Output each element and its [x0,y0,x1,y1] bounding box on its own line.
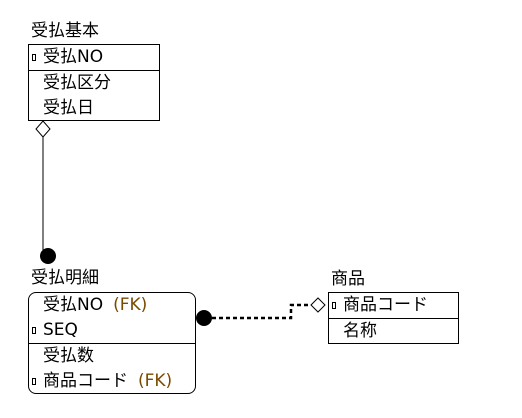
entity-title-ukeharai-meisai: 受払明細 [31,268,99,288]
attribute-row: 名称 [329,319,458,344]
attribute-name: 受払NO [43,295,104,315]
attribute-row: 受払日 [29,96,159,121]
attribute-row: 商品コード [329,293,458,319]
attribute-name: 名称 [343,321,377,341]
diamond-marker-kihon [35,120,51,138]
diamond-marker-shohin [310,297,326,313]
attribute-row: 商品コード (FK) [29,369,195,394]
attribute-name: 商品コード [343,295,428,315]
filled-dot-marker-meisai-top [40,248,56,264]
entity-box-ukeharai-meisai[interactable]: 受払NO (FK) SEQ 受払数 商品コード (FK) [28,292,196,394]
attribute-row: 受払区分 [29,71,159,96]
attribute-row: 受払数 [29,344,195,369]
attribute-row: 受払NO (FK) [29,293,195,318]
attribute-name: 受払NO [43,47,104,67]
attribute-name: 受払数 [43,346,94,366]
entity-box-shohin[interactable]: 商品コード 名称 [328,292,459,344]
attribute-row: SEQ [29,318,195,344]
attribute-name: SEQ [43,320,78,340]
attribute-row: 受払NO [29,45,159,71]
attribute-name: 受払日 [43,98,94,118]
relationship-line-shohin-meisai [212,303,311,320]
attribute-name: 受払区分 [43,73,111,93]
entity-title-ukeharai-kihon: 受払基本 [31,21,99,41]
fk-label: (FK) [113,295,148,315]
key-marker-icon [32,378,36,385]
entity-box-ukeharai-kihon[interactable]: 受払NO 受払区分 受払日 [28,44,160,121]
key-marker-icon [32,327,36,334]
fk-label: (FK) [138,371,173,391]
filled-dot-marker-meisai-right [196,310,212,326]
attribute-name: 商品コード [43,371,128,391]
key-marker-icon [32,54,36,61]
entity-title-shohin: 商品 [331,269,365,289]
key-marker-icon [332,302,336,309]
